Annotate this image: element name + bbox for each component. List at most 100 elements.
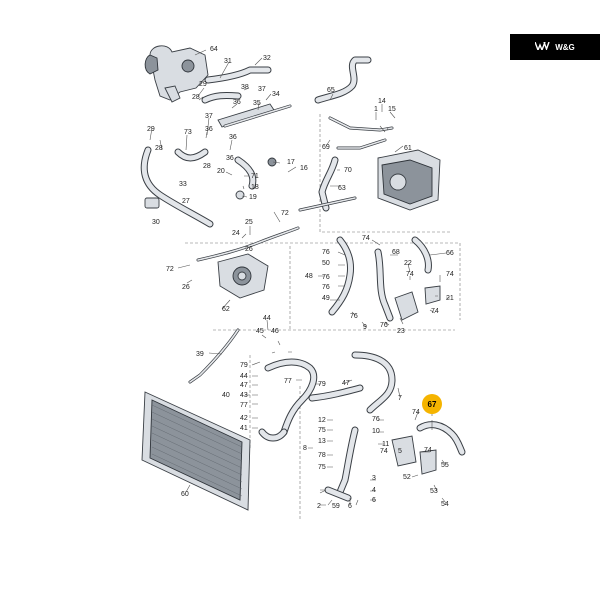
part-label: 28 [192, 94, 200, 101]
part-label: 52 [403, 474, 411, 481]
part-label: 9 [363, 324, 367, 331]
part-label: 16 [300, 165, 308, 172]
part-label: 76 [322, 284, 330, 291]
part-label: 61 [404, 145, 412, 152]
part-label: 77 [240, 402, 248, 409]
part-label: 53 [430, 488, 438, 495]
part-label: 47 [240, 382, 248, 389]
part-label: 13 [318, 438, 326, 445]
part-label: 47 [342, 380, 350, 387]
part-label: 29 [147, 126, 155, 133]
part-label: 76 [380, 322, 388, 329]
part-label: 74 [424, 447, 432, 454]
dash-line [185, 242, 461, 320]
part-label: 11 [382, 441, 389, 448]
part-label: 12 [318, 417, 326, 424]
part-label: 74 [406, 271, 414, 278]
part-label: 33 [179, 181, 187, 188]
part-label: 26 [182, 284, 190, 291]
pipe-assembly-14-15 [328, 116, 394, 150]
part-label: 50 [322, 260, 330, 267]
part-label: 6 [348, 503, 352, 510]
coolant-pump-62 [217, 253, 269, 299]
part-label: 34 [272, 91, 280, 98]
part-label: 20 [217, 168, 225, 175]
part-label: 68 [392, 249, 400, 256]
part-label: 75 [318, 427, 326, 434]
brand-logo: W&G [510, 34, 600, 60]
part-label: 72 [281, 210, 289, 217]
part-label: 64 [210, 46, 218, 53]
part-label: 2 [317, 503, 321, 510]
hose-lower-8-6 [324, 426, 359, 502]
part-label: 6 [372, 497, 376, 504]
coolant-hose-upper-left [201, 66, 272, 104]
part-label: 37 [258, 86, 266, 93]
dash-line [319, 114, 450, 233]
part-label: 30 [152, 219, 160, 226]
part-label: 39 [196, 351, 204, 358]
part-label: 18 [251, 184, 259, 191]
part-label: 76 [322, 274, 330, 281]
part-label: 49 [322, 295, 330, 302]
part-label: 63 [338, 185, 346, 192]
part-label: 36 [233, 99, 241, 106]
thermostat-23 [394, 285, 441, 321]
ww-chevron-icon [534, 41, 551, 52]
part-label: 31 [224, 58, 232, 65]
part-label: 65 [327, 87, 335, 94]
part-label: 15 [388, 106, 396, 113]
part-label: 32 [263, 55, 271, 62]
part-label: 36 [229, 134, 237, 141]
part-label: 62 [222, 306, 230, 313]
part-label: 24 [232, 230, 240, 237]
part-label: 29 [199, 81, 207, 88]
part-label: 46 [271, 328, 279, 335]
coolant-pump-housing [144, 45, 209, 103]
part-label: 45 [256, 328, 264, 335]
part-label: 79 [318, 381, 326, 388]
highlight-marker-67[interactable]: 67 [422, 394, 442, 414]
coolant-hose-left-long [140, 146, 214, 228]
part-label: 76 [350, 313, 358, 320]
part-label: 3 [372, 475, 376, 482]
highlight-circle [422, 394, 442, 414]
highlight-label: 67 [428, 400, 437, 409]
part-label: 28 [203, 163, 211, 170]
part-label: 55 [441, 462, 449, 469]
part-label: 79 [240, 362, 248, 369]
hose-65 [314, 56, 372, 104]
part-label: 38 [241, 84, 249, 91]
part-label: 36 [226, 155, 234, 162]
part-label: 8 [303, 445, 307, 452]
part-label: 1 [374, 106, 378, 113]
hose-67-highlighted [416, 421, 466, 456]
part-label: 21 [446, 295, 454, 302]
auxiliary-heater-61 [377, 149, 441, 211]
part-label: 74 [446, 271, 454, 278]
part-label: 71 [251, 173, 259, 180]
part-label: 26 [245, 246, 253, 253]
part-label: 74 [362, 235, 370, 242]
part-label: 69 [322, 144, 330, 151]
part-label: 74 [412, 409, 420, 416]
part-label: 74 [431, 308, 439, 315]
part-label: 37 [205, 113, 213, 120]
part-label: 36 [205, 126, 213, 133]
radiator-60 [141, 391, 251, 511]
part-label: 35 [253, 100, 261, 107]
hose-main-12 [308, 351, 396, 414]
part-label: 59 [332, 503, 340, 510]
part-label: 22 [404, 260, 412, 267]
hose-assembly-17-18 [234, 156, 277, 200]
part-label: 17 [287, 159, 295, 166]
valve-5-52 [391, 435, 437, 475]
part-label: 72 [166, 266, 174, 273]
part-label: 70 [344, 167, 352, 174]
part-label: 54 [441, 501, 449, 508]
part-label: 77 [284, 378, 292, 385]
part-label: 60 [181, 491, 189, 498]
part-label: 66 [446, 250, 454, 257]
part-label: 5 [398, 448, 402, 455]
